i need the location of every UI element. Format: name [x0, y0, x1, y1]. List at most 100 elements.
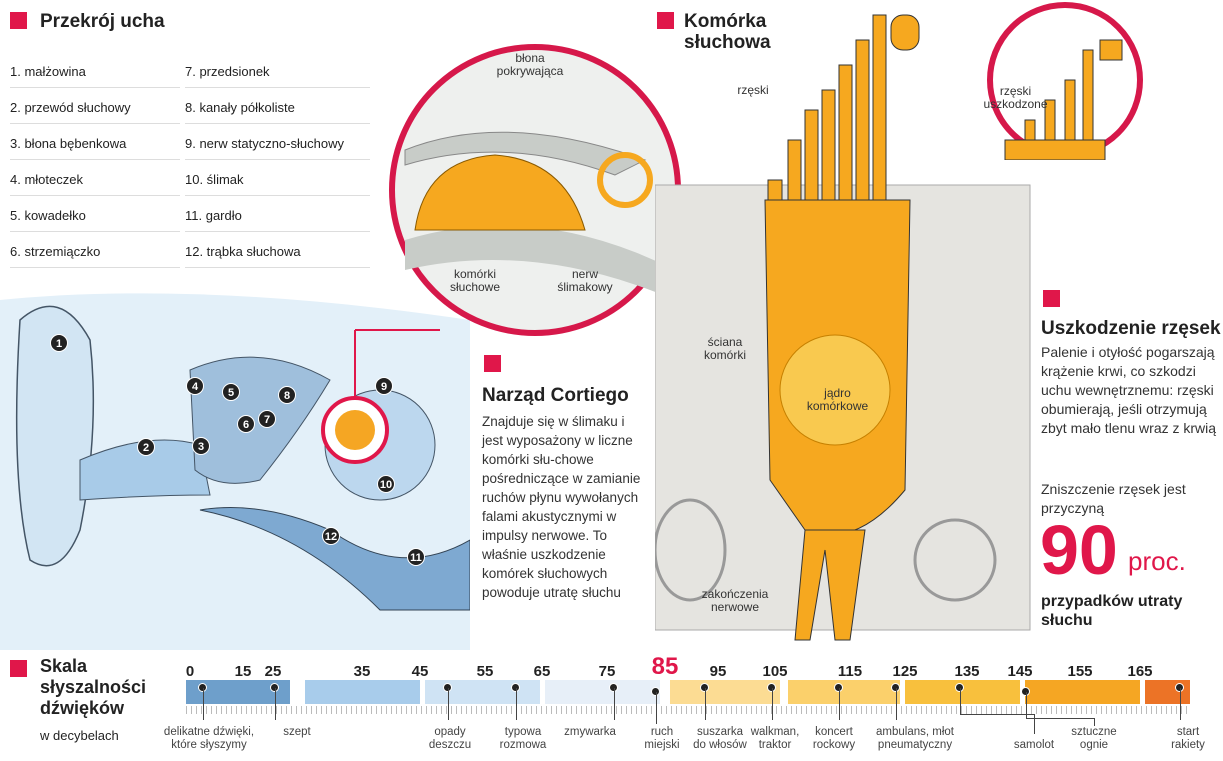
scale-band [545, 680, 660, 704]
scale-marker-dot [198, 683, 207, 692]
scale-marker-dot [1175, 683, 1184, 692]
ear-illustration [0, 293, 470, 650]
section-marker [657, 12, 674, 29]
scale-marker-dot [609, 683, 618, 692]
ear-part-item: 12. trąbka słuchowa [185, 238, 370, 268]
scale-marker-line [896, 688, 897, 720]
ear-marker: 8 [278, 386, 296, 404]
scale-title: Skala słyszalności dźwięków [40, 656, 147, 718]
ear-marker: 2 [137, 438, 155, 456]
scale-marker-line [839, 688, 840, 720]
scale-marker-dot [891, 683, 900, 692]
ear-marker: 3 [192, 437, 210, 455]
section-marker [10, 12, 27, 29]
ear-part-item: 11. gardło [185, 202, 370, 232]
scale-marker-dot [1021, 687, 1030, 696]
scale-band [1025, 680, 1140, 704]
scale-marker-dot [955, 683, 964, 692]
ear-part-item: 2. przewód słuchowy [10, 94, 180, 124]
ear-marker: 5 [222, 383, 240, 401]
scale-sound-label: szept [283, 726, 311, 738]
ear-part-item: 1. małżowina [10, 58, 180, 88]
scale-sound-label: start rakiety [1171, 726, 1205, 751]
scale-tick-label: 15 [234, 663, 252, 680]
scale-tick-label: 35 [353, 663, 371, 680]
damage-text: Palenie i otyłość pogarszają krążenie kr… [1041, 344, 1217, 436]
section-marker [10, 660, 27, 677]
scale-marker-line [1094, 718, 1095, 726]
hair-cell-illustration [655, 14, 1031, 641]
damaged-cilia-illustration [987, 2, 1143, 160]
scale-tick-label: 145 [1007, 663, 1033, 680]
ear-marker: 6 [237, 415, 255, 433]
scale-marker-line [1034, 714, 1035, 734]
ear-marker: 10 [377, 475, 395, 493]
scale-band [670, 680, 780, 704]
scale-tick-label: 25 [264, 663, 282, 680]
label-cell-wall: ściana komórki [703, 335, 746, 362]
scale-marker-line [1180, 688, 1181, 720]
scale-marker-dot [651, 687, 660, 696]
scale-marker-line [203, 688, 204, 720]
scale-tick-label: 75 [598, 663, 616, 680]
scale-marker-line [275, 688, 276, 720]
scale-sound-label: typowa rozmowa [499, 726, 547, 751]
scale-subtitle: w decybelach [40, 728, 119, 743]
corti-title: Narząd Cortiego [482, 385, 629, 406]
ear-part-item: 3. błona bębenkowa [10, 130, 180, 160]
ear-part-item: 8. kanały półkoliste [185, 94, 370, 124]
scale-band [788, 680, 900, 704]
scale-tick-label: 0 [185, 663, 195, 680]
scale-sound-label: samolot [1013, 739, 1055, 751]
big-number-unit: proc. [1128, 546, 1186, 576]
hair-cell-title: Komórka słuchowa [684, 11, 771, 53]
scale-tick-label: 155 [1067, 663, 1093, 680]
ear-marker: 11 [407, 548, 425, 566]
organ-of-corti-detail-illustration [389, 44, 681, 336]
label-hair-cells: komórki słuchowe [449, 267, 501, 294]
scale-ruler [186, 706, 1190, 714]
scale-marker-dot [700, 683, 709, 692]
scale-marker-dot [443, 683, 452, 692]
scale-marker-line [448, 688, 449, 720]
scale-sound-label: delikatne dźwięki, które słyszymy [163, 726, 255, 751]
scale-tick-label: 125 [892, 663, 918, 680]
scale-tick-label: 95 [709, 663, 727, 680]
scale-sound-label: opady deszczu [428, 726, 472, 751]
scale-sound-label: zmywarka [564, 726, 616, 738]
ear-part-item: 7. przedsionek [185, 58, 370, 88]
ear-marker: 9 [375, 377, 393, 395]
scale-sound-label: koncert rockowy [812, 726, 856, 751]
ear-part-item: 6. strzemiączko [10, 238, 180, 268]
scale-marker-line [960, 688, 961, 714]
scale-tick-label: 85 [651, 653, 679, 680]
scale-marker-line [516, 688, 517, 720]
ear-marker: 1 [50, 334, 68, 352]
label-damaged-cilia: rzęski uszkodzone [983, 84, 1048, 111]
corti-text: Znajduje się w ślimaku i jest wyposażony… [482, 414, 641, 600]
scale-marker-line [705, 688, 706, 720]
scale-marker-dot [834, 683, 843, 692]
big-number: 90 [1040, 511, 1118, 589]
scale-marker-line [1026, 692, 1027, 718]
section-marker [484, 355, 501, 372]
scale-band [305, 680, 420, 704]
scale-sound-label: sztuczne ognie [1071, 726, 1117, 751]
label-nucleus: jądro komórkowe [806, 386, 869, 413]
ear-part-item: 5. kowadełko [10, 202, 180, 232]
scale-sound-label: walkman, traktor [750, 726, 800, 751]
section-marker [1043, 290, 1060, 307]
ear-part-item: 9. nerw statyczno-słuchowy [185, 130, 370, 160]
scale-tick-label: 65 [533, 663, 551, 680]
scale-tick-label: 45 [411, 663, 429, 680]
ear-marker: 7 [258, 410, 276, 428]
scale-marker-dot [767, 683, 776, 692]
scale-tick-label: 135 [954, 663, 980, 680]
scale-tick-label: 115 [837, 663, 863, 680]
ear-marker: 12 [322, 527, 340, 545]
scale-marker-connector [960, 714, 1034, 715]
scale-marker-dot [511, 683, 520, 692]
label-cilia: rzęski [737, 83, 769, 97]
scale-marker-line [772, 688, 773, 720]
label-cochlear-nerve: nerw ślimakowy [557, 267, 613, 294]
